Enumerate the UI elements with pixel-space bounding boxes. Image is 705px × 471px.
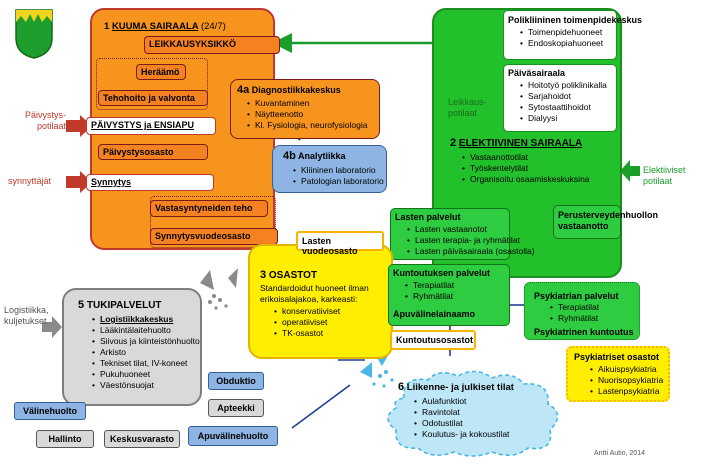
paivystyspotilaat-label: Päivystys-potilaat xyxy=(24,110,66,131)
poliklinikka-box: Polikliininen toimenpidekeskus Toimenpid… xyxy=(503,10,642,60)
paivystysosasto-box: Päivystysosasto xyxy=(98,144,208,160)
liikenne-list: Aulafunktiot Ravintolat Odotustilat Koul… xyxy=(412,396,509,440)
valinehuolto-box: Välinehuolto xyxy=(14,402,86,420)
perusterveydenhuolto-box: Perusterveydenhuollon vastaanotto xyxy=(553,205,658,239)
diagnostiikkakeskus-box: 4a Diagnostiikkakeskus Kuvantaminen Näyt… xyxy=(230,79,380,139)
author-credit: Antti Autio, 2014 xyxy=(594,450,645,457)
liikenne-title: 6 Liikenne- ja julkiset tilat xyxy=(398,381,514,394)
psykiatrinen-kuntoutus-label: Psykiatrinen kuntoutus xyxy=(534,327,634,337)
tukipalvelut-title: 5 TUKIPALVELUT xyxy=(78,299,162,312)
paivystys-box: PÄIVYSTYS ja ENSIAPU xyxy=(86,117,216,135)
osastot-title: 3 OSASTOT xyxy=(260,269,318,282)
vastasyntyneiden-dotted-group xyxy=(150,196,276,248)
elektiivinen-list: Vastaanottotilat Työskentelytilat Organi… xyxy=(460,152,590,185)
psykiatria-palvelut-title: Psykiatrian palvelut xyxy=(534,291,619,301)
leikkausyksikko-box: LEIKKAUSYKSIKKÖ xyxy=(144,36,280,54)
tehohoito-box: Tehohoito ja valvonta xyxy=(98,90,208,106)
elektiivinen-title: 2 ELEKTIIVINEN SAIRAALA xyxy=(450,137,583,150)
keskusvarasto-box: Keskusvarasto xyxy=(104,430,180,448)
coat-of-arms-logo xyxy=(15,9,53,59)
paivasairaala-box: Päiväsairaala Hoitotyö poliklinikalla Sa… xyxy=(503,64,617,132)
logistiikka-label: Logistiikka,kuljetukset xyxy=(4,305,49,326)
osastot-list: konservatiiviset operatiiviset TK-osasto… xyxy=(272,306,340,339)
psykiatria-palvelut-list: Terapiatilat Ryhmätilat xyxy=(548,302,599,324)
apuvalinehuolto-box: Apuvälinehuolto xyxy=(188,426,278,446)
hallinto-box: Hallinto xyxy=(36,430,94,448)
lasten-vuodeosasto-box: Lasten vuodeosasto xyxy=(296,231,384,256)
vastasyntyneiden-box: Vastasyntyneiden teho xyxy=(150,200,268,217)
synnytys-box: Synnytys xyxy=(86,174,214,191)
osastot-area xyxy=(248,244,393,359)
analytiikka-box: 4b Analytiikka Kliininen laboratorio Pat… xyxy=(272,145,387,193)
kuntoutusosastot-box: Kuntoutusosastot xyxy=(390,330,476,350)
green-arrow-elektiiviset xyxy=(620,160,640,182)
obduktio-box: Obduktio xyxy=(208,372,264,390)
kuuma-sairaala-title: 1 KUUMA SAIRAALA (24/7) xyxy=(104,21,226,32)
red-arrow-synnytys xyxy=(66,171,92,193)
gray-arrow-logistiikka xyxy=(42,316,62,338)
kuntoutuksen-palvelut-box: Kuntoutuksen palvelut Terapiatilat Ryhmä… xyxy=(388,264,510,326)
tukipalvelut-list: Logistiikkakeskus Lääkintälaitehuolto Si… xyxy=(90,314,200,391)
lasten-palvelut-box: Lasten palvelut Lasten vastaanotot Laste… xyxy=(390,208,535,260)
synnytysvuodeosasto-box: Synnytysvuodeosasto xyxy=(150,228,278,245)
heraamo-box: Heräämö xyxy=(136,64,186,80)
heraamo-dotted-group xyxy=(96,58,208,110)
psykiatriset-osastot-box: Psykiatriset osastot Aikuispsykiatria Nu… xyxy=(566,346,670,402)
synnyttajat-label: synnyttäjät xyxy=(8,176,52,186)
apteekki-box: Apteekki xyxy=(208,399,264,417)
gray-dot-arrows xyxy=(200,268,238,310)
red-arrow-paivystys xyxy=(66,115,92,137)
leikkauspotilaat-label: Leikkaus-potilaat xyxy=(448,97,487,118)
